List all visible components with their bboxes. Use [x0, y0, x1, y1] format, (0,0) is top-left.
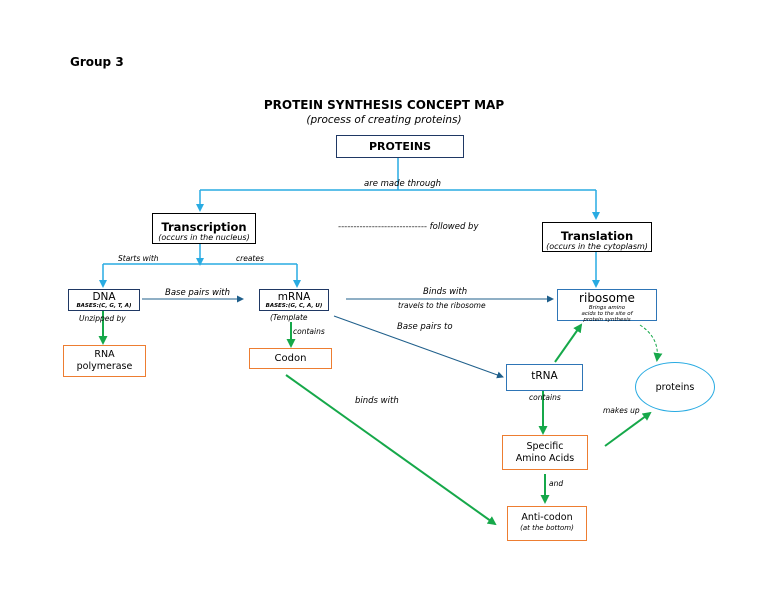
node-trna-label: tRNA	[531, 370, 558, 382]
arrow-amino-to-proteins	[604, 411, 652, 447]
node-dna-label: DNA	[92, 291, 116, 303]
node-amino-acids: Specific Amino Acids	[502, 435, 588, 470]
node-mrna: mRNA BASES:(G, C, A, U)	[259, 289, 329, 311]
label-makes-up: makes up	[603, 406, 640, 415]
node-transcription-label: Transcription	[161, 220, 247, 234]
node-translation: Translation (occurs in the cytoplasm)	[542, 222, 652, 252]
node-anticodon-label: Anti-codon	[521, 512, 573, 523]
arrow-mrna-to-trna	[333, 315, 504, 379]
label-binds-with-top: Binds with	[423, 287, 468, 297]
label-contains-trna: contains	[529, 393, 561, 402]
node-amino-acids-label: Specific Amino Acids	[515, 440, 575, 464]
label-creates: creates	[236, 254, 264, 263]
label-unzipped-by: Unzipped by	[79, 314, 126, 323]
node-dna: DNA BASES:(C, G, T, A)	[68, 289, 140, 311]
node-transcription-note: (occurs in the nucleus)	[158, 233, 250, 242]
label-base-pairs-with: Base pairs with	[165, 288, 231, 298]
node-anticodon: Anti-codon (at the bottom)	[507, 506, 587, 541]
label-binds-with: binds with	[355, 396, 399, 406]
node-trna: tRNA	[506, 364, 583, 391]
node-codon-label: Codon	[274, 353, 307, 364]
node-proteins-label: PROTEINS	[368, 140, 432, 153]
label-contains-mrna: contains	[293, 327, 325, 336]
node-proteins: PROTEINS	[336, 135, 464, 158]
node-mrna-bases: BASES:(G, C, A, U)	[265, 303, 323, 309]
node-codon: Codon	[249, 348, 332, 369]
arrow-codon-to-anticodon	[285, 374, 497, 526]
mrna-template-note: (Template	[270, 313, 308, 322]
node-dna-bases: BASES:(C, G, T, A)	[76, 303, 132, 309]
node-ribosome-note: Brings amino acids to the site of protei…	[581, 305, 633, 323]
node-rna-polymerase-label: RNA polymerase	[76, 349, 133, 372]
page-title: PROTEIN SYNTHESIS CONCEPT MAP	[263, 98, 505, 112]
node-transcription: Transcription (occurs in the nucleus)	[152, 213, 256, 244]
node-ribosome: ribosome Brings amino acids to the site …	[557, 289, 657, 323]
group-label: Group 3	[70, 55, 124, 69]
node-mrna-label: mRNA	[277, 291, 311, 303]
arrow-ribosome-to-proteins	[639, 324, 663, 362]
label-and: and	[549, 479, 564, 488]
node-ribosome-label: ribosome	[579, 291, 635, 305]
label-made-through: are made through	[364, 179, 442, 189]
label-base-pairs-to: Base pairs to	[397, 322, 453, 332]
label-starts-with: Starts with	[118, 254, 159, 263]
node-rna-polymerase: RNA polymerase	[63, 345, 146, 377]
node-translation-label: Translation	[560, 229, 634, 243]
label-travels: travels to the ribosome	[398, 301, 486, 310]
node-anticodon-note: (at the bottom)	[520, 524, 574, 532]
label-followed-by: ----------------------------- followed b…	[338, 222, 479, 232]
arrow-trna-to-ribosome	[554, 323, 583, 363]
node-proteins-oval-label: proteins	[655, 381, 695, 393]
node-translation-note: (occurs in the cytoplasm)	[546, 242, 648, 251]
node-proteins-oval: proteins	[635, 362, 715, 412]
page-subtitle: (process of creating proteins)	[306, 114, 462, 126]
